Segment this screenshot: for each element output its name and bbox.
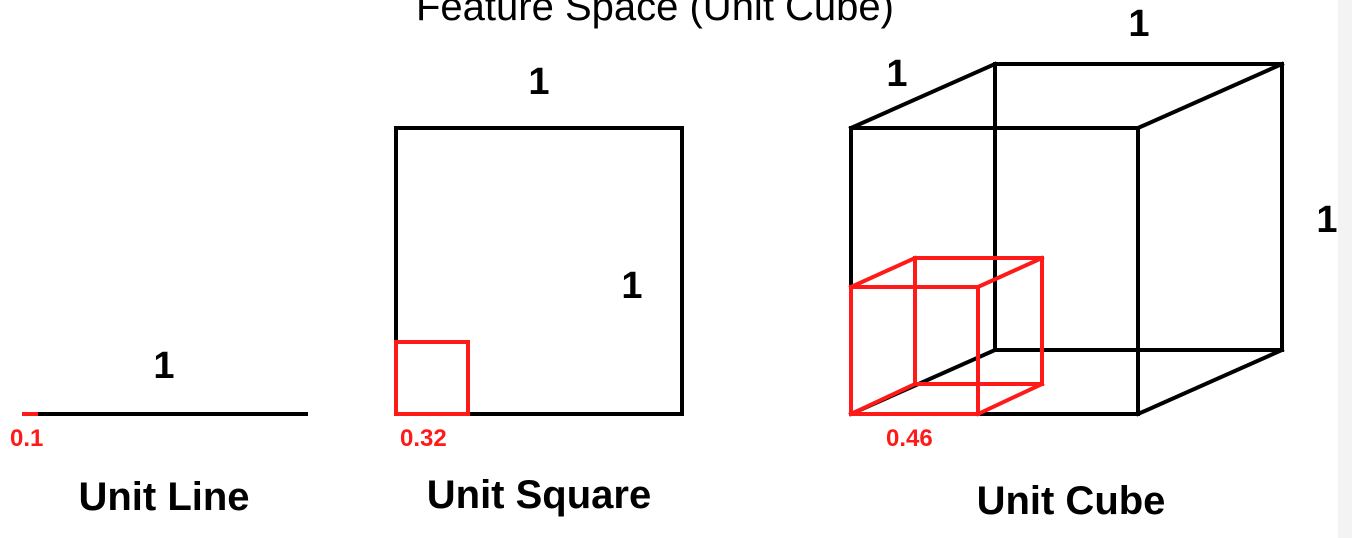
- unit-line-sub-label: 0.1: [10, 425, 43, 452]
- unit-cube-subcube-edge: [848, 381, 918, 417]
- unit-square-sub-label: 0.32: [400, 425, 447, 452]
- unit-cube-caption: Unit Cube: [977, 479, 1166, 523]
- unit-square-group: 1 1 0.32 Unit Square: [394, 61, 684, 517]
- unit-cube-group: 1 1 1 0.46 Unit Cube: [848, 3, 1338, 523]
- unit-cube-edge: [1135, 347, 1285, 417]
- unit-cube-sub-label: 0.46: [886, 425, 933, 452]
- header-title: Feature Space (Unit Cube): [416, 0, 894, 29]
- unit-square-side-label: 1: [621, 265, 642, 307]
- unit-cube-side-label: 1: [1316, 199, 1337, 241]
- right-edge-strip: [1338, 0, 1352, 538]
- unit-square: [394, 126, 684, 416]
- unit-square-subsquare: [394, 340, 470, 416]
- unit-cube-subcube-edge: [848, 255, 918, 290]
- unit-cube-subcube-edge: [975, 381, 1045, 417]
- unit-cube-edge: [848, 61, 998, 131]
- unit-square-caption: Unit Square: [427, 473, 651, 517]
- unit-line-length-label: 1: [153, 345, 174, 387]
- unit-cube-subcube-front: [849, 285, 980, 416]
- unit-line-caption: Unit Line: [78, 475, 249, 519]
- unit-cube-depth-label: 1: [886, 53, 907, 95]
- unit-cube-top-label: 1: [1128, 3, 1149, 45]
- unit-line-group: 1 0.1 Unit Line: [10, 345, 308, 519]
- unit-square-top-label: 1: [528, 61, 549, 103]
- unit-cube-front-face: [849, 126, 1140, 416]
- unit-cube-subcube-edge: [975, 255, 1045, 290]
- unit-cube-edge: [1135, 61, 1285, 131]
